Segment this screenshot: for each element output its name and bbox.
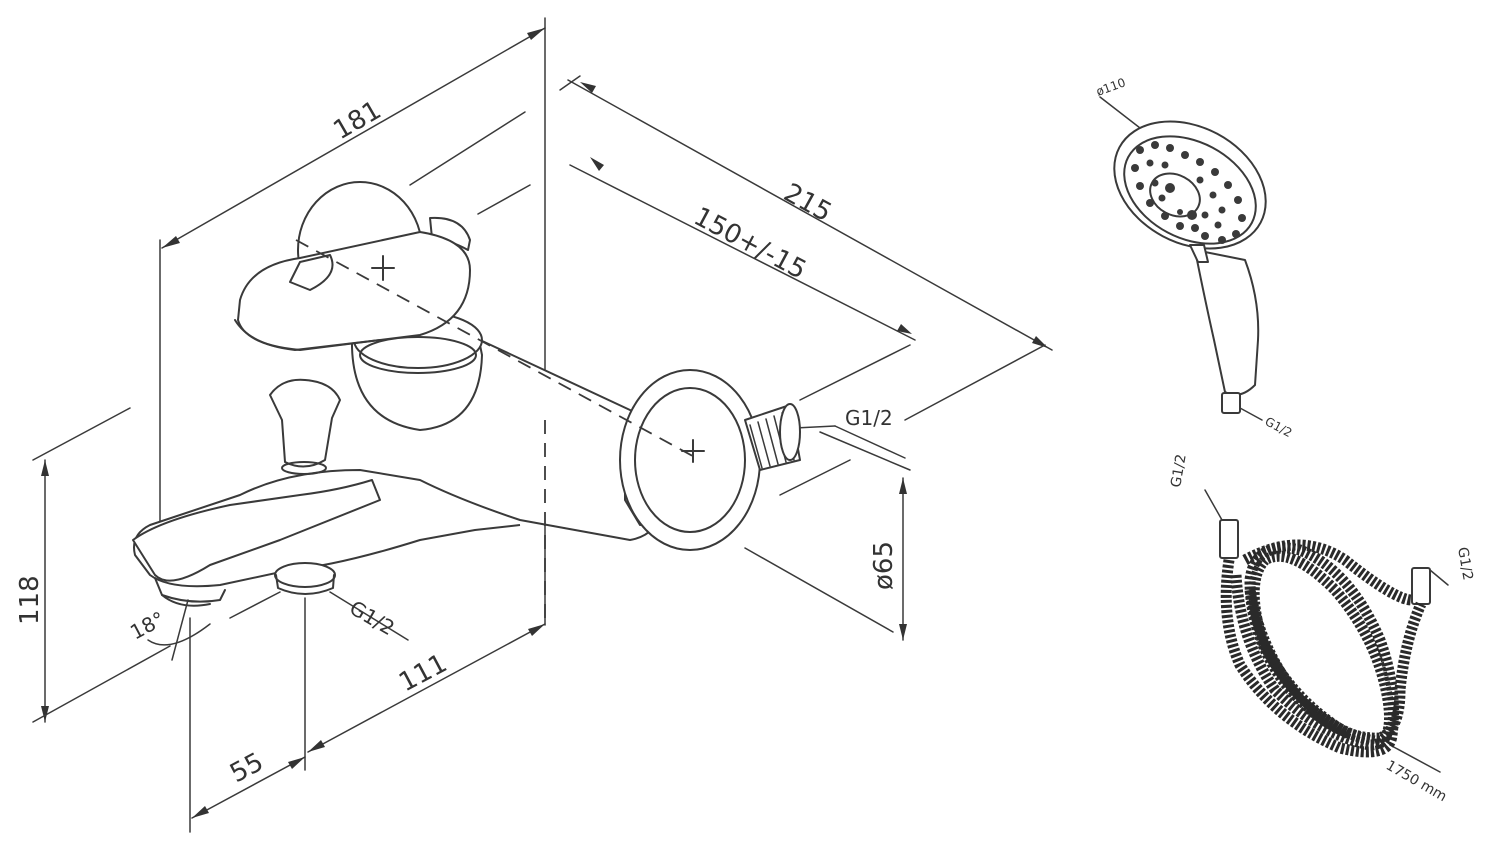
- dim-width: 181: [329, 95, 387, 146]
- label-hose-length: 1750 mm: [1383, 758, 1449, 806]
- hand-shower-illustration: ø110 G1/2: [1094, 75, 1295, 440]
- label-hose-end-right: G1/2: [1454, 546, 1476, 582]
- dim-spout-angle: 18°: [126, 607, 169, 645]
- dim-height: 118: [15, 575, 45, 625]
- shower-nozzles: [1131, 141, 1246, 244]
- faucet-body: [132, 181, 801, 620]
- hose-illustration: G1/2 G1/2 1750 mm: [1168, 453, 1475, 805]
- dim-length-centers: 150+/-15: [689, 202, 811, 286]
- dim-flange-diameter: ø65: [869, 541, 899, 590]
- label-wall-inlet: G1/2: [845, 406, 893, 430]
- label-shower-outlet: G1/2: [346, 596, 399, 641]
- label-shower-connection: G1/2: [1263, 414, 1295, 440]
- label-hose-end-left: G1/2: [1168, 453, 1190, 489]
- faucet-dimension-lines: [32, 17, 1053, 833]
- dim-length-total: 215: [779, 178, 837, 228]
- label-shower-diameter: ø110: [1094, 75, 1127, 99]
- dim-spout-to-wall: 111: [394, 648, 452, 698]
- dim-spout-offset: 55: [225, 747, 268, 789]
